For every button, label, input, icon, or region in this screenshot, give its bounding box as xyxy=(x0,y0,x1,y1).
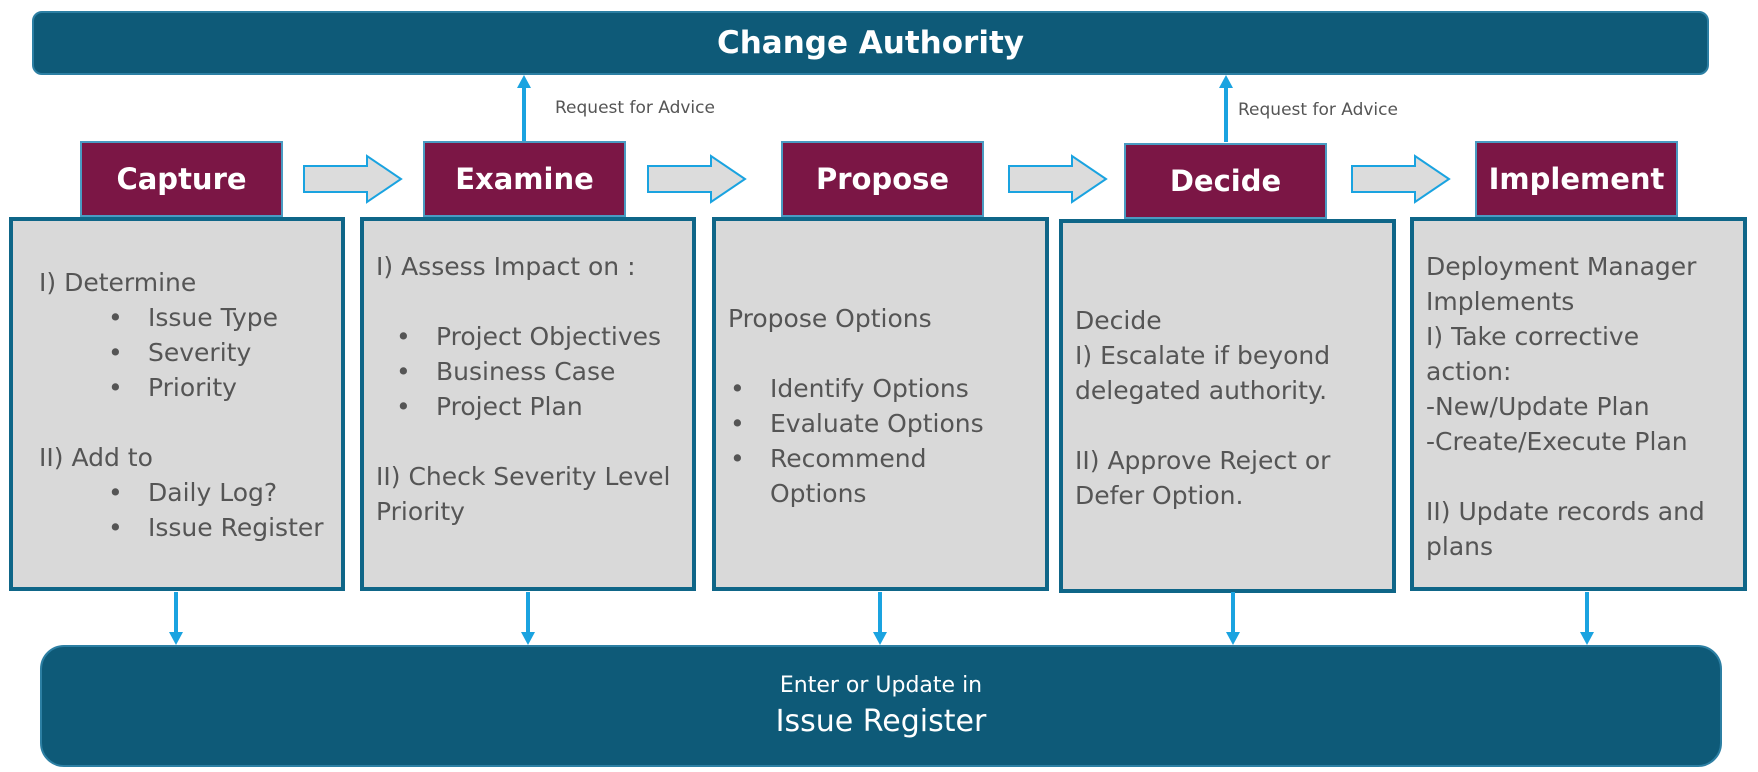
box-line: Propose Options xyxy=(728,304,932,333)
stage-title: Propose xyxy=(815,162,950,196)
box-line: Priority xyxy=(376,497,465,526)
box-line: I) Take corrective xyxy=(1426,322,1640,351)
list-item: Recommend xyxy=(730,441,1033,476)
stage-title: Capture xyxy=(116,162,247,196)
list-item: Daily Log? xyxy=(108,475,329,510)
list-item: Project Objectives xyxy=(396,319,680,354)
box-line: Defer Option. xyxy=(1075,481,1244,510)
examine-box: I) Assess Impact on : Project Objectives… xyxy=(360,217,696,591)
flow-arrow xyxy=(1008,154,1108,204)
box-line: Implements xyxy=(1426,287,1575,316)
propose-box: Propose Options Identify Options Evaluat… xyxy=(712,217,1049,591)
list-item: Priority xyxy=(108,370,329,405)
box-line: II) Approve Reject or xyxy=(1075,446,1331,475)
down-arrow xyxy=(1580,592,1594,645)
list-item: Business Case xyxy=(396,354,680,389)
change-authority-banner: Change Authority xyxy=(32,11,1709,75)
box-line: II) Check Severity Level xyxy=(376,462,671,491)
box-line: I) Determine xyxy=(39,268,197,297)
stage-title: Implement xyxy=(1488,162,1665,196)
up-arrow-decide xyxy=(1219,75,1233,142)
list-item: Project Plan xyxy=(396,389,680,424)
request-for-advice-label: Request for Advice xyxy=(555,98,715,118)
box-line: -Create/Execute Plan xyxy=(1426,427,1688,456)
stage-title: Decide xyxy=(1169,164,1282,198)
box-line: I) Escalate if beyond xyxy=(1075,341,1331,370)
flow-arrow xyxy=(647,154,747,204)
box-line: II) Add to xyxy=(39,443,153,472)
box-line: I) Assess Impact on : xyxy=(376,252,636,281)
stage-decide: Decide xyxy=(1124,143,1327,219)
up-arrow-examine xyxy=(517,75,531,142)
list-item: Severity xyxy=(108,335,329,370)
stage-capture: Capture xyxy=(80,141,283,217)
down-arrow xyxy=(169,592,183,645)
stage-propose: Propose xyxy=(781,141,984,217)
issue-register-banner: Enter or Update in Issue Register xyxy=(40,645,1722,767)
box-line: action: xyxy=(1426,357,1512,386)
implement-box: Deployment Manager Implements I) Take co… xyxy=(1410,217,1747,591)
request-for-advice-label: Request for Advice xyxy=(1238,100,1398,120)
banner-title: Issue Register xyxy=(775,704,987,739)
decide-box: Decide I) Escalate if beyond delegated a… xyxy=(1059,219,1396,593)
down-arrow xyxy=(1226,592,1240,645)
down-arrow xyxy=(521,592,535,645)
banner-subtitle: Enter or Update in xyxy=(779,673,983,698)
stage-implement: Implement xyxy=(1475,141,1678,217)
capture-box: I) Determine Issue Type Severity Priorit… xyxy=(9,217,345,591)
stage-title: Examine xyxy=(455,162,594,196)
box-line: -New/Update Plan xyxy=(1426,392,1650,421)
box-line: Options xyxy=(770,479,867,508)
list-item: Issue Type xyxy=(108,300,329,335)
flow-arrow xyxy=(303,154,403,204)
list-item: Identify Options xyxy=(730,371,1033,406)
flow-arrow xyxy=(1351,154,1451,204)
change-authority-label: Change Authority xyxy=(716,25,1024,61)
stage-examine: Examine xyxy=(423,141,626,217)
box-line: delegated authority. xyxy=(1075,376,1328,405)
box-line: II) Update records and xyxy=(1426,497,1705,526)
box-line: Deployment Manager xyxy=(1426,252,1697,281)
list-item: Issue Register xyxy=(108,510,329,545)
down-arrow xyxy=(873,592,887,645)
box-line: Decide xyxy=(1075,306,1162,335)
list-item: Evaluate Options xyxy=(730,406,1033,441)
box-line: plans xyxy=(1426,532,1494,561)
